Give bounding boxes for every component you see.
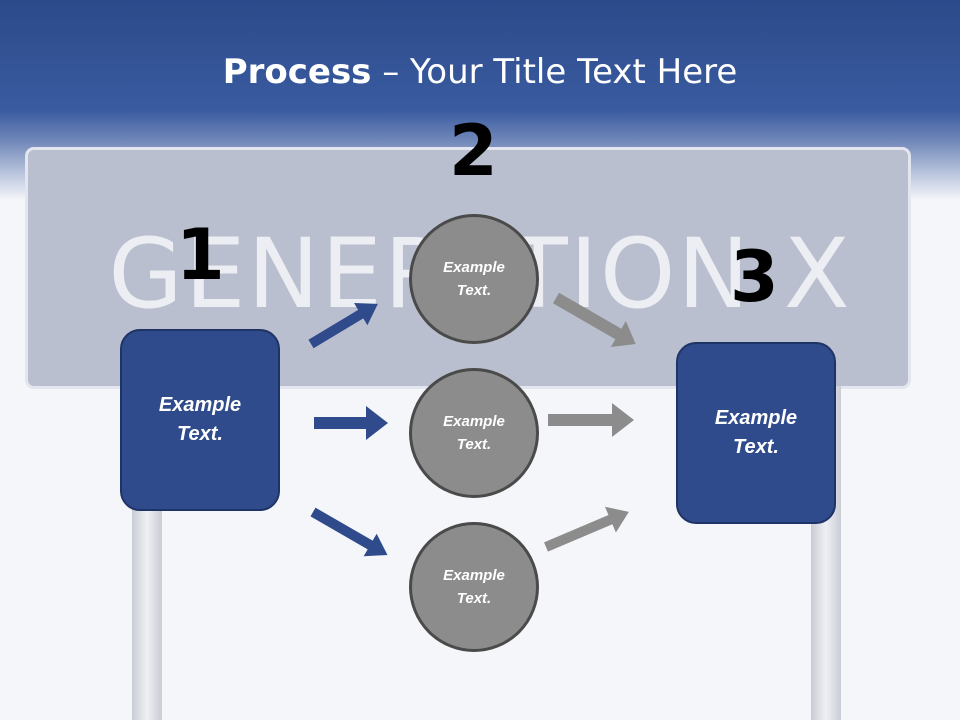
- step-2-label-middle: Example Text.: [443, 413, 505, 453]
- title-bold: Process: [222, 52, 372, 92]
- step-number-1: 1: [176, 214, 225, 296]
- step-2-circle-top: Example Text.: [409, 214, 539, 344]
- step-3-label: Example Text.: [714, 407, 798, 458]
- arrow-right-up: [553, 292, 636, 347]
- step-number-2: 2: [449, 110, 498, 192]
- step-2-circle-bottom: Example Text.: [409, 522, 539, 652]
- arrow-right-down: [544, 506, 629, 552]
- slide-title: Process – Your Title Text Here: [0, 52, 960, 92]
- step-2-label-bottom: Example Text.: [443, 567, 505, 607]
- step-2-circle-middle: Example Text.: [409, 368, 539, 498]
- arrow-left-up: [308, 302, 378, 349]
- arrow-left-down: [310, 507, 388, 557]
- arrow-left-mid: [314, 406, 388, 440]
- arrow-right-mid: [548, 403, 634, 437]
- title-rest: – Your Title Text Here: [371, 52, 738, 92]
- step-number-3: 3: [730, 236, 779, 318]
- step-1-label: Example Text.: [158, 394, 242, 445]
- step-1-box: Example Text.: [120, 329, 280, 511]
- step-2-label-top: Example Text.: [443, 259, 505, 299]
- step-3-box: Example Text.: [676, 342, 836, 524]
